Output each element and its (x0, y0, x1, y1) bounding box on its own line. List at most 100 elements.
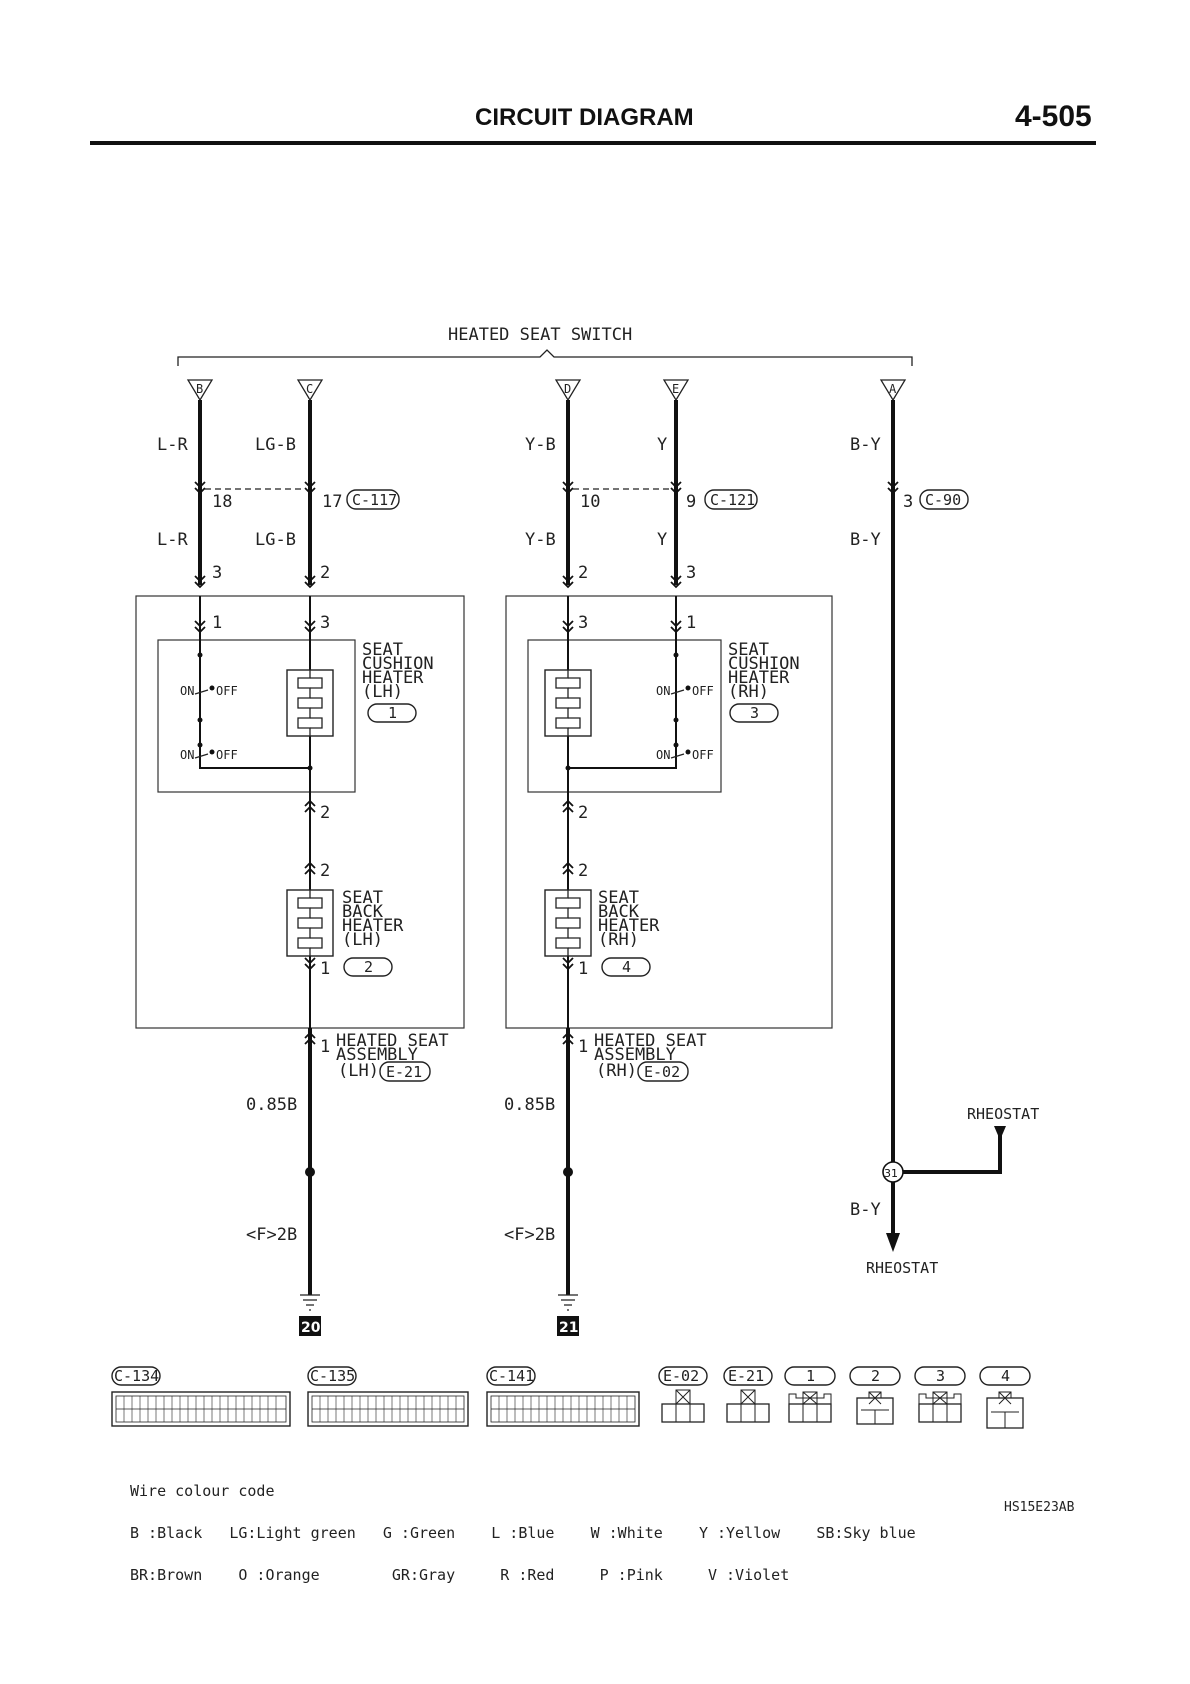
pin-3-rh-in: 3 (578, 613, 588, 633)
connector-c117-tag (346, 489, 400, 510)
pin-1-lh-asm: 1 (320, 1037, 330, 1057)
header-rule (90, 141, 1096, 145)
ref-4-bottom: 4 (1001, 1367, 1010, 1385)
cushion-lh-box (157, 639, 356, 793)
lh-on-1: ON (180, 684, 194, 698)
label-l-r-1: L-R (157, 435, 188, 455)
rh-on-2: ON (656, 748, 670, 762)
svg-text:HEATER: HEATER (728, 668, 790, 688)
e02-face (661, 1389, 705, 1423)
svg-text:(LH): (LH) (338, 1061, 379, 1081)
e02-label: E-02 (663, 1367, 699, 1385)
e21-label: E-21 (728, 1367, 764, 1385)
label-y-1: Y (657, 435, 667, 455)
c135-label: C-135 (310, 1367, 355, 1385)
ref-2: 2 (364, 958, 373, 976)
ground-rh-icon (558, 1294, 578, 1311)
pin-3-c90: 3 (903, 492, 913, 512)
wire-colour-legend: Wire colour code B :Black LG:Light green… (130, 1456, 916, 1610)
connector-e02-tag (637, 1061, 689, 1082)
ref-4-tag (601, 957, 651, 977)
rh-off-2: OFF (692, 748, 714, 762)
lh-switch-contacts (194, 689, 209, 759)
switch-bracket (177, 349, 913, 366)
svg-text:(LH): (LH) (362, 682, 403, 702)
ground-20-badge (299, 1316, 321, 1336)
label-y-b-2: Y-B (525, 530, 556, 550)
splice-31 (882, 1161, 904, 1183)
ref-2-bottom: 2 (871, 1367, 880, 1385)
pin-2-rh-mid: 2 (578, 803, 588, 823)
svg-text:E: E (672, 382, 679, 396)
ref-1: 1 (388, 704, 397, 722)
label-085b-rh: 0.85B (504, 1095, 555, 1115)
assembly-rh-label: HEATED SEAT ASSEMBLY (RH) (594, 1031, 707, 1081)
joint-lh (305, 1167, 315, 1177)
splice-31-label: 31 (884, 1167, 898, 1180)
cushion-lh-label: SEAT CUSHION HEATER (LH) (362, 640, 434, 702)
svg-text:ASSEMBLY: ASSEMBLY (594, 1045, 676, 1065)
pin-1-rh-in: 1 (686, 613, 696, 633)
svg-text:HEATED SEAT: HEATED SEAT (594, 1031, 707, 1051)
terminal-c: C (297, 379, 323, 401)
cushion-rh-heater-element (544, 669, 592, 737)
svg-text:C: C (306, 382, 313, 396)
svg-text:B: B (196, 382, 203, 396)
connector-e21: E-21 (386, 1063, 422, 1081)
pin-3-rh: 3 (686, 563, 696, 583)
pin-1-rh-asm: 1 (578, 1037, 588, 1057)
cushion-rh-box (527, 639, 722, 793)
terminal-e: E (663, 379, 689, 401)
assembly-rh-box (505, 595, 833, 1029)
switch-title: HEATED SEAT SWITCH (448, 325, 632, 345)
ground-lh-icon (300, 1294, 320, 1311)
svg-text:(LH): (LH) (342, 930, 383, 950)
svg-text:(RH): (RH) (596, 1061, 637, 1081)
svg-text:(RH): (RH) (728, 682, 769, 702)
svg-text:HEATER: HEATER (342, 916, 404, 936)
figure-code: HS15E23AB (1004, 1500, 1075, 1515)
ref-2-tag (343, 957, 393, 977)
cushion-lh-heater-element (286, 669, 334, 737)
pin-2-rh-back: 2 (578, 861, 588, 881)
connector-c121: C-121 (710, 491, 755, 509)
ground-21-badge (557, 1316, 579, 1336)
rheostat-label-bottom: RHEOSTAT (866, 1259, 938, 1277)
e21-tag (723, 1366, 773, 1386)
page-number: 4-505 (1015, 100, 1092, 133)
connector-c117: C-117 (352, 491, 397, 509)
rh-switch-contacts (670, 689, 685, 759)
pin-2-lh-back: 2 (320, 861, 330, 881)
pin-1-rh-back: 1 (578, 959, 588, 979)
ref-4-tag-bottom (979, 1366, 1031, 1386)
ref-3-bottom: 3 (936, 1367, 945, 1385)
label-b-y-1: B-Y (850, 435, 881, 455)
pin-9: 9 (686, 492, 696, 512)
ref-3-face (918, 1391, 962, 1423)
svg-text:SEAT: SEAT (362, 640, 403, 660)
ref-3: 3 (750, 704, 759, 722)
svg-text:CUSHION: CUSHION (728, 654, 800, 674)
ref-1-tag-bottom (784, 1366, 836, 1386)
lh-off-1: OFF (216, 684, 238, 698)
connector-c90-tag (919, 489, 969, 510)
pin-2-lh-mid: 2 (320, 803, 330, 823)
svg-text:HEATER: HEATER (598, 916, 660, 936)
ref-4-face (986, 1391, 1024, 1429)
lh-on-2: ON (180, 748, 194, 762)
label-y-2: Y (657, 530, 667, 550)
label-lg-b-2: LG-B (255, 530, 296, 550)
rh-off-1: OFF (692, 684, 714, 698)
svg-text:HEATED SEAT: HEATED SEAT (336, 1031, 449, 1051)
pin-2-lh: 2 (320, 563, 330, 583)
label-lg-b-1: LG-B (255, 435, 296, 455)
terminal-b: B (187, 379, 213, 401)
label-l-r-2: L-R (157, 530, 188, 550)
rheostat-arrow-top (994, 1126, 1006, 1140)
joint-rh (563, 1167, 573, 1177)
ref-4: 4 (622, 958, 631, 976)
ref-1-face (788, 1391, 832, 1423)
wire-rheostat-branch (893, 1126, 1002, 1174)
